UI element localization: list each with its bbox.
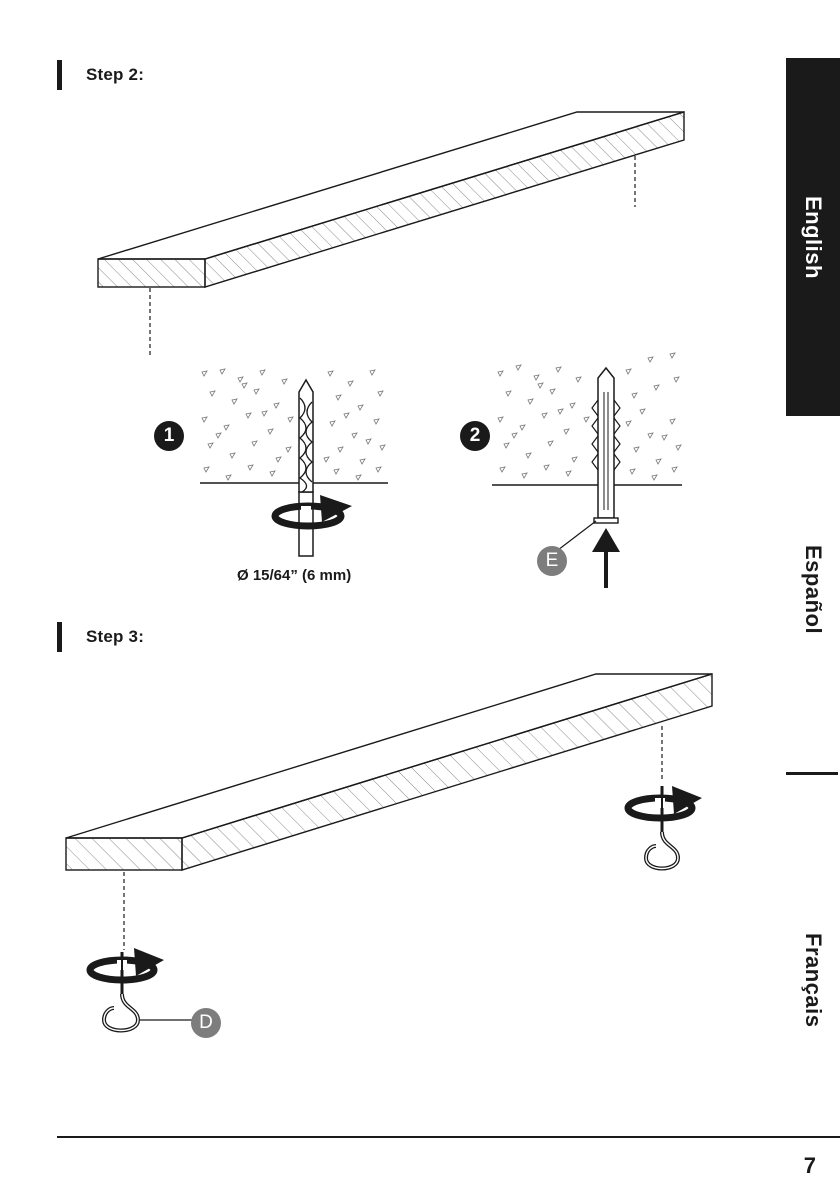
rotate-clockwise-icon <box>628 786 702 820</box>
wall-anchor <box>592 368 620 523</box>
sub-step-2-badge: 2 <box>460 421 490 451</box>
cup-hook-right <box>628 786 702 869</box>
part-d-badge: D <box>191 1008 221 1038</box>
sub-step-1-badge: 1 <box>154 421 184 451</box>
shelf-board-step-3 <box>66 674 712 950</box>
ceiling-drilling-panel <box>200 369 388 556</box>
page-number: 7 <box>804 1153 816 1179</box>
anchor-insertion-panel <box>492 353 682 588</box>
part-e-badge: E <box>537 546 567 576</box>
shelf-board-step-2 <box>98 112 684 355</box>
arrow-up-icon <box>592 528 620 588</box>
cup-hook-left <box>90 948 192 1031</box>
drill-size-label: Ø 15/64” (6 mm) <box>237 567 351 584</box>
rotate-clockwise-icon <box>90 948 164 982</box>
footer-rule <box>57 1136 840 1138</box>
drill-bit <box>299 380 313 556</box>
